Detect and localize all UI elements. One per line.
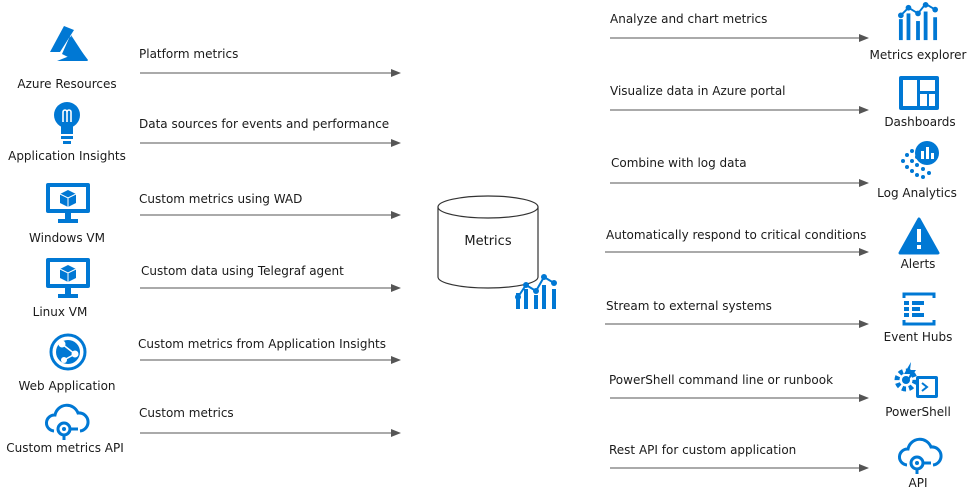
- dashboard-icon: [899, 76, 939, 110]
- lightbulb-icon: [52, 100, 82, 146]
- source-label: Custom metrics API: [6, 441, 124, 455]
- source-edge-label: Custom metrics: [139, 406, 234, 420]
- metrics-store-label: Metrics: [464, 234, 512, 249]
- globe-icon: [48, 332, 88, 372]
- consumer-edge-label: Stream to external systems: [606, 299, 772, 313]
- cloud-api-icon: [897, 437, 943, 475]
- consumer-label: Dashboards: [884, 115, 956, 129]
- consumer-label: Event Hubs: [883, 330, 953, 344]
- consumer-label: API: [908, 476, 928, 490]
- source-edge-label: Data sources for events and performance: [139, 117, 390, 131]
- monitor-cube-icon: [45, 182, 91, 226]
- source-label: Azure Resources: [17, 77, 117, 91]
- source-edge-label: Platform metrics: [139, 47, 239, 61]
- azure-logo-icon: [44, 24, 90, 64]
- consumer-edge-label: Rest API for custom application: [609, 443, 797, 457]
- source-label: Linux VM: [32, 305, 88, 319]
- consumer-edge-label: Automatically respond to critical condit…: [606, 228, 867, 242]
- consumer-label: Log Analytics: [877, 186, 957, 200]
- log-analytics-icon: [897, 139, 941, 183]
- alert-icon: [898, 217, 940, 255]
- consumer-label: Alerts: [900, 257, 936, 271]
- consumer-edge-label: Analyze and chart metrics: [610, 12, 768, 26]
- consumer-label: Metrics explorer: [869, 48, 967, 62]
- metrics-chart-icon: [514, 267, 558, 311]
- metrics-chart-icon: [897, 2, 939, 42]
- metrics-store-cylinder: [437, 195, 539, 291]
- source-edge-label: Custom metrics from Application Insights: [138, 337, 387, 351]
- source-edge-label: Custom metrics using WAD: [139, 192, 303, 206]
- consumer-edge-label: PowerShell command line or runbook: [609, 373, 834, 387]
- monitor-cube-icon: [45, 257, 91, 301]
- source-label: Web Application: [18, 379, 116, 393]
- source-label: Application Insights: [8, 149, 126, 163]
- powershell-icon: [891, 362, 941, 402]
- source-edge-label: Custom data using Telegraf agent: [141, 264, 344, 278]
- consumer-edge-label: Combine with log data: [611, 156, 747, 170]
- consumer-edge-label: Visualize data in Azure portal: [610, 84, 786, 98]
- consumer-label: PowerShell: [885, 405, 951, 419]
- event-hubs-icon: [902, 292, 936, 326]
- cloud-api-icon: [44, 403, 90, 441]
- source-label: Windows VM: [29, 231, 105, 245]
